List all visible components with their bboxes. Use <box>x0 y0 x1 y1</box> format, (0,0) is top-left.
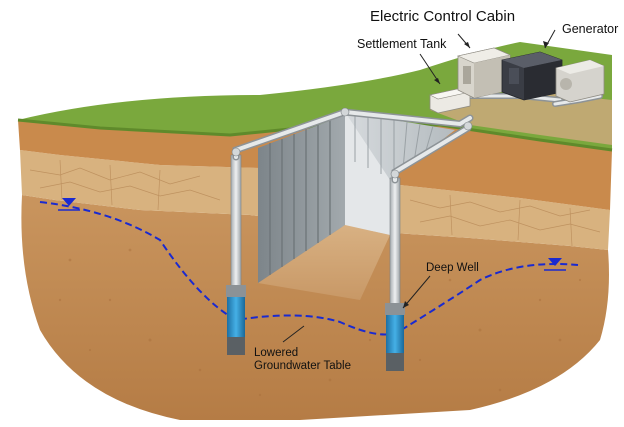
label-lowered-line1: Lowered <box>254 347 299 359</box>
water-level-marker-left <box>62 198 76 206</box>
pit-inner-ribs <box>354 114 434 178</box>
electric-control-cabin <box>457 47 511 99</box>
soil-texture <box>58 248 582 397</box>
submersible-pump-left <box>227 297 245 337</box>
groundwater-table-line <box>39 201 579 336</box>
deep-soil-layer <box>21 195 609 420</box>
leader-arrowheads <box>403 41 549 308</box>
equipment-pad <box>430 92 612 145</box>
pipe-joints <box>231 107 473 179</box>
water-level-marker-right <box>548 258 562 266</box>
auxiliary-unit <box>555 59 605 103</box>
sheet-pile-seams <box>269 120 331 275</box>
pit-right-inner-wall <box>345 112 390 235</box>
label-electric-control-cabin: Electric Control Cabin <box>370 8 516 25</box>
pit-floor <box>258 225 390 300</box>
label-lowered-line2: Groundwater Table <box>254 360 351 372</box>
deep-well-right <box>385 177 405 371</box>
clay-cracks <box>29 159 601 247</box>
sheet-pile-wall <box>258 115 345 283</box>
label-generator: Generator <box>562 22 619 36</box>
label-settlement-tank: Settlement Tank <box>357 37 447 51</box>
submersible-pump-right <box>386 315 404 353</box>
generator-unit <box>501 51 563 101</box>
label-deep-well: Deep Well <box>426 262 479 274</box>
label-lowered-groundwater-table: Lowered Groundwater Table <box>254 347 351 373</box>
